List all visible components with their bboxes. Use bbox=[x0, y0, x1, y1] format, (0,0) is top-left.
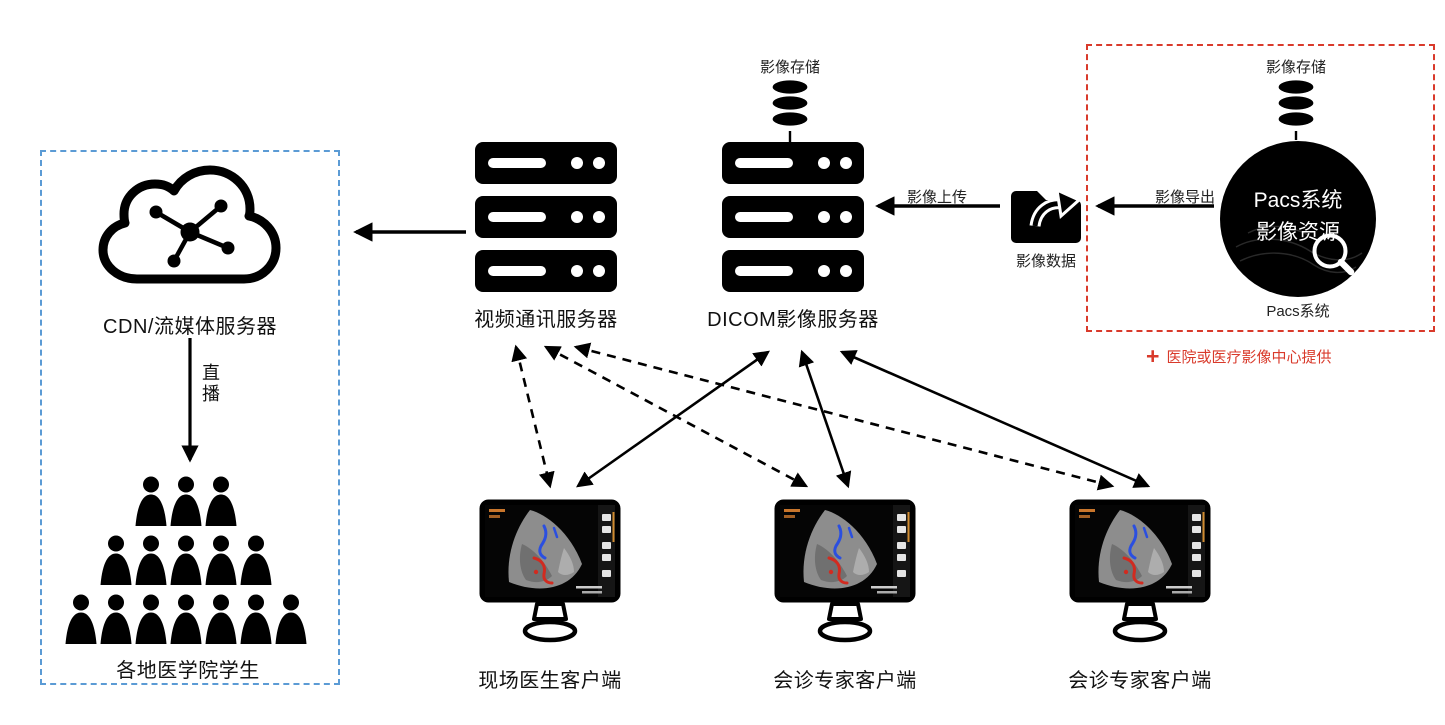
dicom-server-label: DICOM影像服务器 bbox=[707, 309, 879, 331]
students-label: 各地医学院学生 bbox=[116, 660, 260, 682]
video-client-links bbox=[511, 342, 1115, 491]
client-label-1: 现场医生客户端 bbox=[478, 670, 622, 692]
dicom-database-icon bbox=[772, 80, 808, 126]
video-server-icon bbox=[475, 142, 617, 292]
folder-export-icon bbox=[1005, 178, 1087, 248]
image-upload-label: 影像上传 bbox=[906, 189, 968, 206]
image-data-label: 影像数据 bbox=[1015, 253, 1077, 270]
provider-note: + 医院或医疗影像中心提供 bbox=[1146, 345, 1331, 368]
cdn-group-box bbox=[40, 150, 340, 685]
provider-note-text: 医院或医疗影像中心提供 bbox=[1166, 349, 1332, 366]
pacs-caption: Pacs系统 bbox=[1266, 303, 1330, 320]
pacs-group-box bbox=[1086, 44, 1435, 332]
pacs-database-icon bbox=[1278, 80, 1314, 126]
pacs-system-icon bbox=[1218, 139, 1378, 299]
live-broadcast-label: 直播 bbox=[202, 363, 220, 405]
cdn-server-label: CDN/流媒体服务器 bbox=[103, 316, 277, 338]
client-monitor-3 bbox=[1068, 498, 1212, 648]
students-pyramid-icon bbox=[55, 476, 317, 648]
client-monitor-1 bbox=[478, 498, 622, 648]
pacs-circle-text: Pacs系统 影像资源 bbox=[1254, 185, 1343, 248]
topo-lines bbox=[1235, 225, 1363, 274]
image-export-label: 影像导出 bbox=[1154, 189, 1216, 206]
plus-icon: + bbox=[1146, 343, 1160, 369]
dicom-storage-label: 影像存储 bbox=[759, 59, 821, 76]
dicom-client-links bbox=[576, 349, 1151, 489]
video-server-label: 视频通讯服务器 bbox=[474, 309, 618, 331]
client-label-3: 会诊专家客户端 bbox=[1068, 670, 1212, 692]
dicom-server-icon bbox=[722, 142, 864, 292]
pacs-circle-title: Pacs系统 bbox=[1253, 189, 1343, 212]
network-icon bbox=[149, 199, 235, 268]
pacs-storage-label: 影像存储 bbox=[1265, 59, 1327, 76]
client-label-2: 会诊专家客户端 bbox=[773, 670, 917, 692]
cdn-cloud-icon bbox=[88, 158, 292, 306]
client-monitor-2 bbox=[773, 498, 917, 648]
magnifier-icon bbox=[1312, 233, 1355, 276]
pacs-circle-subtitle: 影像资源 bbox=[1256, 220, 1340, 244]
